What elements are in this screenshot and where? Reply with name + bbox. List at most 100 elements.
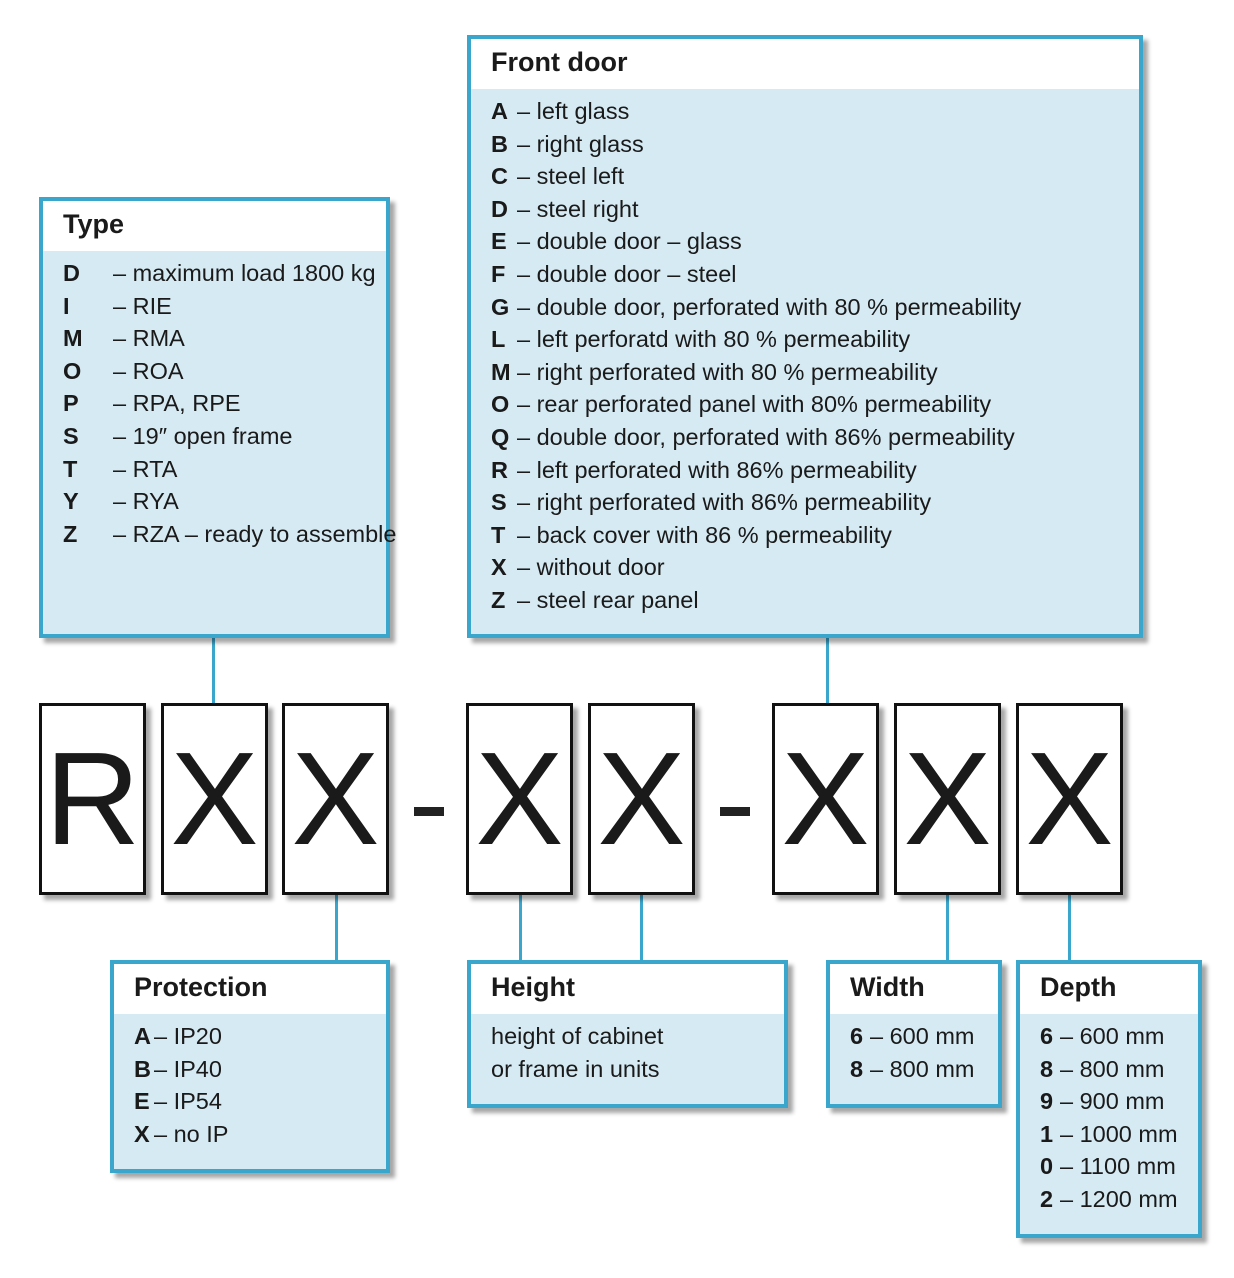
type-box-item-key: T (63, 455, 78, 482)
type-box-item-desc: – 19″ open frame (113, 422, 293, 449)
type-box-item-desc: – RYA (113, 488, 179, 515)
front-door-box-item: M– right perforated with 80 % permeabili… (491, 359, 1139, 392)
depth-box-item-key: 9 (1040, 1088, 1054, 1115)
code-char-4: X (466, 703, 573, 895)
protection-box-item: B– IP40 (134, 1056, 386, 1089)
front-door-box-item-key: T (491, 521, 506, 548)
protection-box-title: Protection (114, 964, 386, 1014)
type-box-item-desc: – RIE (113, 292, 172, 319)
front-door-box-item: B– right glass (491, 131, 1139, 164)
front-door-box-item-desc: – back cover with 86 % permeability (517, 521, 892, 548)
front-door-box-item-desc: – double door, perforated with 86% perme… (517, 423, 1015, 450)
front-door-box-title: Front door (471, 39, 1139, 89)
code-char-8: X (1016, 703, 1123, 895)
depth-box-item-key: 8 (1040, 1055, 1054, 1082)
height-box-title: Height (471, 964, 784, 1014)
width-box-item-desc: – 800 mm (870, 1055, 975, 1082)
code-char-1: R (39, 703, 146, 895)
depth-box-item: 8– 800 mm (1040, 1056, 1198, 1089)
protection-box-item-key: X (134, 1120, 150, 1147)
type-box-item: P– RPA, RPE (63, 390, 386, 423)
protection-box-item-key: A (134, 1023, 151, 1049)
connector-depth (1068, 895, 1071, 961)
front-door-box-item-key: C (491, 163, 508, 190)
protection-box-item: X– no IP (134, 1121, 386, 1154)
front-door-box-item-desc: – double door – steel (517, 260, 737, 287)
code-char-6: X (772, 703, 879, 895)
front-door-box-item-key: D (491, 195, 508, 222)
front-door-box-item-key: O (491, 391, 510, 418)
protection-box-item: E– IP54 (134, 1088, 386, 1121)
front-door-box-item: C – steel left (491, 163, 1139, 196)
depth-box-item-desc: – 600 mm (1060, 1023, 1165, 1049)
front-door-box-item-key: X (491, 554, 507, 581)
front-door-box-item-key: B (491, 130, 508, 157)
code-separator-1 (414, 807, 444, 816)
type-box-item: D – maximum load 1800 kg (63, 260, 386, 293)
front-door-box-item-key: M (491, 358, 511, 385)
connector-width (946, 895, 949, 961)
type-box-item-key: D (63, 260, 80, 286)
code-char-5: X (588, 703, 695, 895)
code-separator-2 (720, 807, 750, 816)
connector-type (212, 637, 215, 703)
front-door-box-item: O – rear perforated panel with 80% permea… (491, 391, 1139, 424)
depth-box-item-desc: – 1200 mm (1060, 1185, 1178, 1212)
front-door-box-item-desc: – rear perforated panel with 80% permeab… (517, 391, 992, 418)
front-door-box-item: E– double door – glass (491, 228, 1139, 261)
front-door-box-item: F– double door – steel (491, 261, 1139, 294)
front-door-box-item: R– left perforated with 86% permeability (491, 457, 1139, 490)
type-box-item-desc: – RPA, RPE (113, 390, 241, 417)
front-door-box-item: S– right perforated with 86% permeabilit… (491, 489, 1139, 522)
depth-box-item: 9– 900 mm (1040, 1088, 1198, 1121)
front-door-box-item-desc: – without door (517, 554, 665, 581)
front-door-box-item-desc: – double door, perforated with 80 % perm… (517, 293, 1022, 320)
depth-box-item-desc: – 1000 mm (1060, 1120, 1178, 1147)
width-box-item: 6– 600 mm (850, 1023, 998, 1056)
depth-box-title: Depth (1020, 964, 1198, 1014)
type-box-item: I – RIE (63, 293, 386, 326)
depth-box-item-key: 6 (1040, 1023, 1054, 1049)
depth-box-item-key: 1 (1040, 1120, 1054, 1147)
front-door-box-item-desc: – right perforated with 86% permeability (517, 489, 932, 516)
height-box: Height height of cabinet or frame in uni… (467, 960, 788, 1108)
front-door-box-item: D – steel right (491, 196, 1139, 229)
connector-height-1 (519, 895, 522, 961)
front-door-box-item: Z– steel rear panel (491, 587, 1139, 620)
front-door-box-item: Q– double door, perforated with 86% perm… (491, 424, 1139, 457)
depth-box-item-key: 0 (1040, 1153, 1054, 1180)
front-door-box-item: G– double door, perforated with 80 % per… (491, 294, 1139, 327)
front-door-box-item-desc: – left perforatd with 80 % permeability (517, 326, 911, 353)
type-box-item-desc: – RMA (113, 325, 185, 352)
type-box-title: Type (43, 201, 386, 251)
protection-box-item-desc: – IP40 (154, 1055, 222, 1082)
depth-box-item: 1– 1000 mm (1040, 1121, 1198, 1154)
front-door-box-item-desc: – steel right (517, 195, 639, 222)
front-door-box-item-desc: – steel left (517, 163, 625, 190)
depth-box-item-desc: – 1100 mm (1060, 1153, 1176, 1180)
code-char-7: X (894, 703, 1001, 895)
connector-height-2 (640, 895, 643, 961)
protection-box-item-desc: – no IP (154, 1120, 229, 1147)
front-door-box-item-desc: – left perforated with 86% permeability (517, 456, 917, 483)
type-box-item-key: I (63, 292, 70, 319)
type-box-item-key: S (63, 422, 79, 449)
type-box-item-desc: – maximum load 1800 kg (113, 260, 376, 286)
front-door-box-item-desc: – left glass (517, 98, 630, 124)
front-door-box-item-desc: – steel rear panel (517, 586, 699, 613)
protection-box-item-desc: – IP54 (154, 1088, 222, 1115)
type-box-item-desc: – RZA – ready to assemble (113, 520, 397, 547)
type-box-item: S – 19″ open frame (63, 423, 386, 456)
width-box-title: Width (830, 964, 998, 1014)
protection-box-item-key: E (134, 1088, 150, 1115)
connector-front-door (826, 637, 829, 703)
front-door-box-item-key: A (491, 98, 508, 124)
type-box-item: O– ROA (63, 358, 386, 391)
